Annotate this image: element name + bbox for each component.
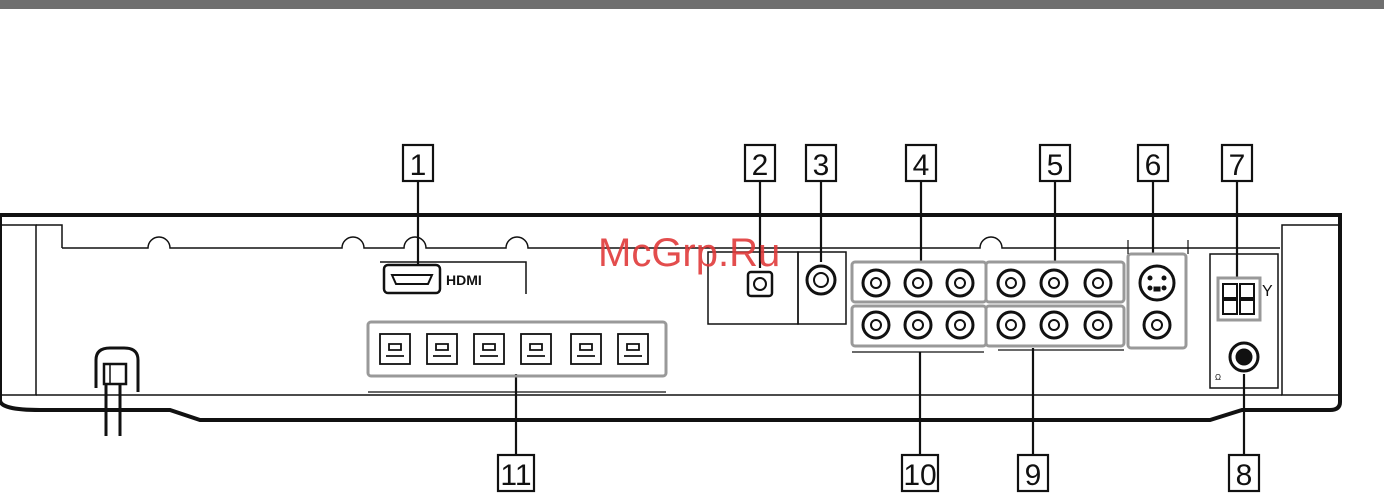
callout-5: 5: [1047, 149, 1064, 182]
antenna-area: Y Ω: [1210, 254, 1278, 388]
callout-9: 9: [1025, 459, 1042, 492]
callout-11: 11: [500, 459, 531, 492]
rca-jacks: [852, 240, 1188, 352]
callout-2: 2: [752, 149, 769, 182]
s-video-jack-icon: [1140, 266, 1174, 300]
hdmi-label: HDMI: [446, 272, 482, 288]
antenna-label: Y: [1262, 283, 1273, 300]
rca-jack-icon: [863, 270, 889, 296]
hdmi-port: HDMI: [380, 262, 526, 294]
callout-3: 3: [813, 149, 830, 182]
callout-1: 1: [410, 149, 427, 182]
callout-6: 6: [1145, 149, 1162, 182]
callout-10: 10: [903, 459, 936, 492]
callout-7: 7: [1229, 149, 1246, 182]
callout-4: 4: [913, 149, 930, 182]
coaxial-jack-icon: [807, 266, 835, 294]
callout-markers: [403, 145, 1259, 491]
callout-8: 8: [1236, 459, 1253, 492]
hdmi-port-icon: [392, 275, 432, 284]
watermark: McGrp.Ru: [598, 231, 780, 275]
power-cord-icon: [96, 348, 138, 436]
optical-port-icon: [748, 272, 772, 296]
speaker-terminal-icon: [1223, 284, 1237, 298]
coax-label: Ω: [1215, 373, 1221, 382]
